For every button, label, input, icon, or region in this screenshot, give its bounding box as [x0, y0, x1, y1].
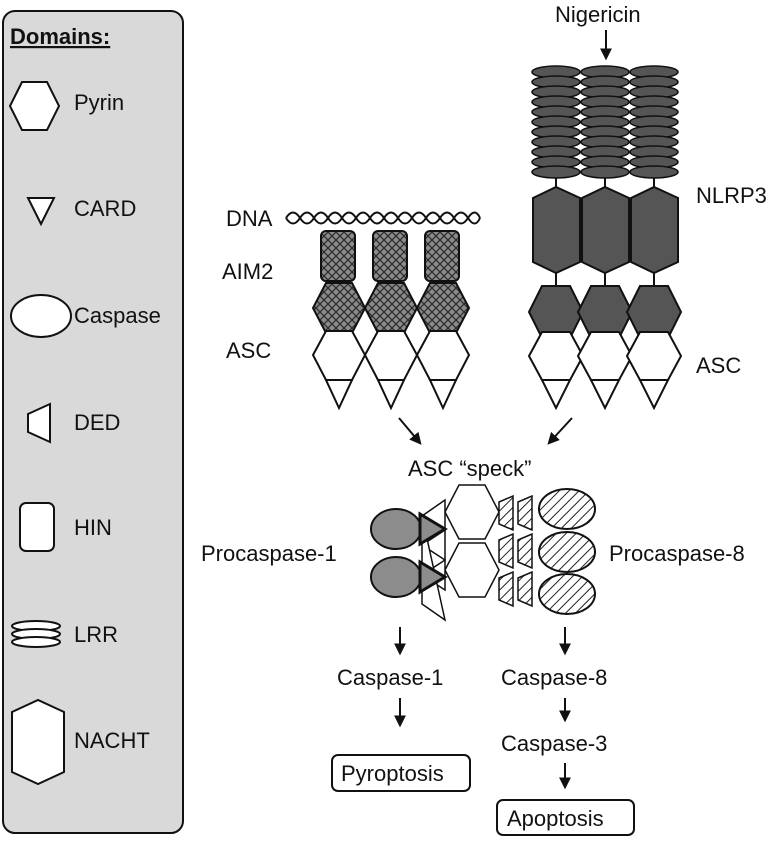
- nlrp3-label: NLRP3: [696, 183, 767, 208]
- legend-label-ded: DED: [74, 410, 120, 435]
- card-domain: [418, 511, 448, 547]
- pyrin-domain: [363, 330, 419, 381]
- ded-domain: [498, 532, 514, 570]
- nlrp3-to-speck-arrow: [547, 417, 573, 445]
- tall-hexagon-icon: [11, 698, 65, 786]
- nacht-domains: [532, 178, 679, 286]
- card-domain: [376, 379, 406, 411]
- legend-label-nacht: NACHT: [74, 728, 150, 753]
- pyrin-domain: [444, 542, 500, 598]
- card-domain: [418, 559, 448, 595]
- aim2-to-speck-arrow: [398, 417, 422, 445]
- caspase-1-label: Caspase-1: [337, 665, 443, 690]
- pyrin-domain: [415, 330, 471, 381]
- nigericin-label: Nigericin: [555, 2, 641, 27]
- aim2-label: AIM2: [222, 259, 273, 284]
- ded-domain: [517, 494, 533, 532]
- asc-left-label: ASC: [226, 338, 271, 363]
- asc-speck-label: ASC “speck”: [408, 456, 531, 481]
- apoptosis-box: [496, 799, 635, 836]
- pyrin-domain: [576, 285, 634, 339]
- domain-legend: Domains: Pyrin CARD Caspase DED HIN LRR …: [2, 10, 184, 834]
- nacht-domain: [581, 185, 630, 275]
- pyrin-domain: [415, 282, 471, 334]
- ded-domain: [517, 570, 533, 608]
- aim2-pyrin-domains: [311, 282, 471, 334]
- legend-label-caspase: Caspase: [74, 303, 161, 328]
- lrr-domain: [531, 165, 581, 179]
- dna-helix: [285, 211, 481, 225]
- ded-domain: [498, 570, 514, 608]
- card-domain: [638, 379, 670, 411]
- nlrp3-pyrin-domains: [527, 285, 683, 339]
- card-domain: [421, 515, 447, 622]
- asc-right-label: ASC: [696, 353, 741, 378]
- lrr-domains: [531, 65, 679, 179]
- caspase-domain: [538, 488, 596, 530]
- pyroptosis-box: [331, 754, 471, 792]
- pyrin-domain: [527, 331, 585, 381]
- procaspase-1-domains: [370, 508, 448, 598]
- asc-speck: [370, 484, 596, 622]
- hin-domain: [372, 230, 408, 282]
- asc-left-domains: [311, 330, 471, 411]
- aim2-complex: [285, 211, 481, 411]
- caspase-domain: [538, 573, 596, 615]
- triangle-icon: [26, 197, 56, 227]
- caspase-domain: [370, 508, 422, 550]
- hin-domain: [424, 230, 460, 282]
- dna-label: DNA: [226, 206, 273, 231]
- hin-domain: [320, 230, 356, 282]
- rounded-rect-icon: [19, 502, 55, 552]
- procaspase-8-domains: [498, 488, 596, 615]
- apoptosis-label: Apoptosis: [507, 806, 604, 831]
- pyroptosis-label: Pyroptosis: [341, 761, 444, 786]
- procaspase-1-label: Procaspase-1: [201, 541, 337, 566]
- pyrin-domain: [576, 331, 634, 381]
- pyrin-domain: [444, 484, 500, 540]
- card-domain: [428, 379, 458, 411]
- pyrin-domain: [625, 331, 683, 381]
- procaspase-8-label: Procaspase-8: [609, 541, 745, 566]
- legend-label-pyrin: Pyrin: [74, 90, 124, 115]
- nlrp3-complex: [527, 65, 683, 411]
- ded-domain: [498, 494, 514, 532]
- stacked-ellipses-icon: [11, 620, 61, 648]
- trapezoid-icon: [27, 402, 51, 444]
- legend-label-hin: HIN: [74, 515, 112, 540]
- hexagon-icon: [8, 81, 61, 131]
- caspase-domain: [370, 556, 422, 598]
- pyrin-domain: [311, 282, 367, 334]
- pyrin-domain: [527, 285, 585, 339]
- nacht-domain: [532, 185, 581, 275]
- legend-title: Domains:: [10, 24, 110, 49]
- caspase-8-label: Caspase-8: [501, 665, 607, 690]
- card-domain: [589, 379, 621, 411]
- pyrin-domain: [625, 285, 683, 339]
- legend-label-lrr: LRR: [74, 622, 118, 647]
- card-domain: [324, 379, 354, 411]
- pyrin-domain: [311, 330, 367, 381]
- lrr-domain: [629, 165, 679, 179]
- caspase-domain: [538, 531, 596, 573]
- caspase-3-label: Caspase-3: [501, 731, 607, 756]
- legend-label-card: CARD: [74, 196, 136, 221]
- pyrin-domain: [363, 282, 419, 334]
- nacht-domain: [630, 185, 679, 275]
- card-domain: [540, 379, 572, 411]
- hin-domains: [320, 230, 460, 282]
- ellipse-icon: [10, 294, 72, 338]
- lrr-domain: [580, 165, 630, 179]
- ded-domain: [517, 532, 533, 570]
- asc-right-domains: [527, 331, 683, 411]
